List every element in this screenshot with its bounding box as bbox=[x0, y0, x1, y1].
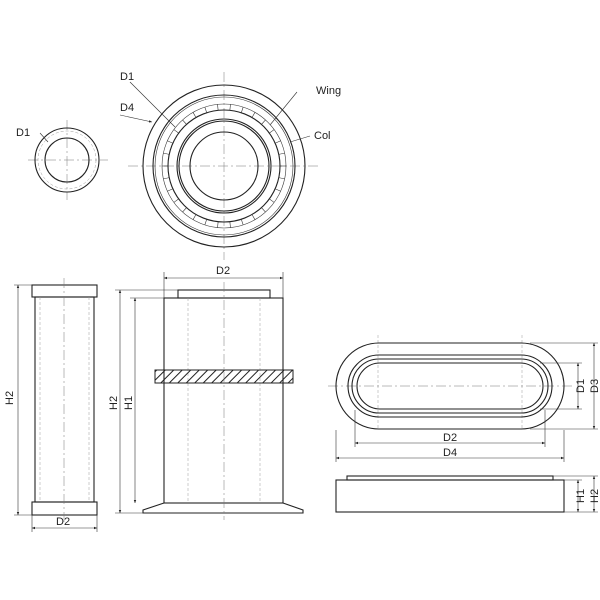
filter-tube-side-view: H2 D2 bbox=[4, 278, 98, 532]
wing-fin bbox=[173, 198, 179, 203]
oval-d3-label: D3 bbox=[589, 379, 600, 393]
panel-h2-label: H2 bbox=[589, 489, 600, 503]
oval-panel-top-view: D1 D3 D2 D4 bbox=[328, 335, 600, 462]
wing-fin bbox=[204, 219, 207, 226]
wing-fin bbox=[204, 106, 207, 113]
housing-h2-label: H2 bbox=[108, 396, 120, 410]
wing-fin bbox=[251, 112, 256, 118]
housing-side-view: D2 H2 H1 bbox=[108, 265, 304, 520]
wing-fin bbox=[163, 177, 170, 180]
oval-panel-side-view: H1 H2 bbox=[335, 475, 600, 513]
housing-h1-label: H1 bbox=[123, 396, 135, 410]
wing-fin bbox=[182, 207, 187, 213]
wing-fin bbox=[182, 119, 187, 125]
small-d1-label: D1 bbox=[16, 127, 30, 139]
wing-fin bbox=[192, 112, 197, 118]
wing-fin bbox=[251, 214, 256, 220]
wing-fin bbox=[278, 152, 285, 155]
wing-fin bbox=[275, 140, 281, 144]
col-label: Col bbox=[314, 130, 331, 142]
wing-fin bbox=[261, 119, 266, 125]
oval-d4-label: D4 bbox=[443, 447, 457, 459]
top-d1-label: D1 bbox=[120, 71, 134, 83]
wing-fin bbox=[167, 140, 173, 144]
wing-fin bbox=[217, 221, 219, 228]
oval-d2-label: D2 bbox=[443, 432, 457, 444]
wing-fin bbox=[261, 207, 266, 213]
panel-h1-label: H1 bbox=[575, 489, 587, 503]
wing-label: Wing bbox=[316, 85, 341, 97]
wing-fin bbox=[173, 129, 179, 134]
wing-fin bbox=[241, 106, 244, 113]
wing-fin bbox=[269, 129, 275, 134]
tube-h2-label: H2 bbox=[4, 391, 16, 405]
wing-fin bbox=[167, 188, 173, 192]
wing-fin bbox=[217, 104, 219, 111]
wing-fin bbox=[275, 188, 281, 192]
wing-fin bbox=[229, 104, 231, 111]
wing-fin bbox=[192, 214, 197, 220]
wing-fin bbox=[163, 152, 170, 155]
housing-top-view: D1 D4 Wing Col bbox=[119, 71, 341, 260]
wing-fin bbox=[278, 177, 285, 180]
wing-fin bbox=[229, 221, 231, 228]
oval-d1-label: D1 bbox=[575, 379, 587, 393]
small-ring-top-view: D1 bbox=[16, 120, 108, 200]
wing-fin bbox=[269, 198, 275, 203]
wing-fin bbox=[241, 219, 244, 226]
tube-d2-label: D2 bbox=[56, 516, 70, 528]
top-d4-label: D4 bbox=[120, 102, 134, 114]
housing-d2-label: D2 bbox=[216, 265, 230, 277]
